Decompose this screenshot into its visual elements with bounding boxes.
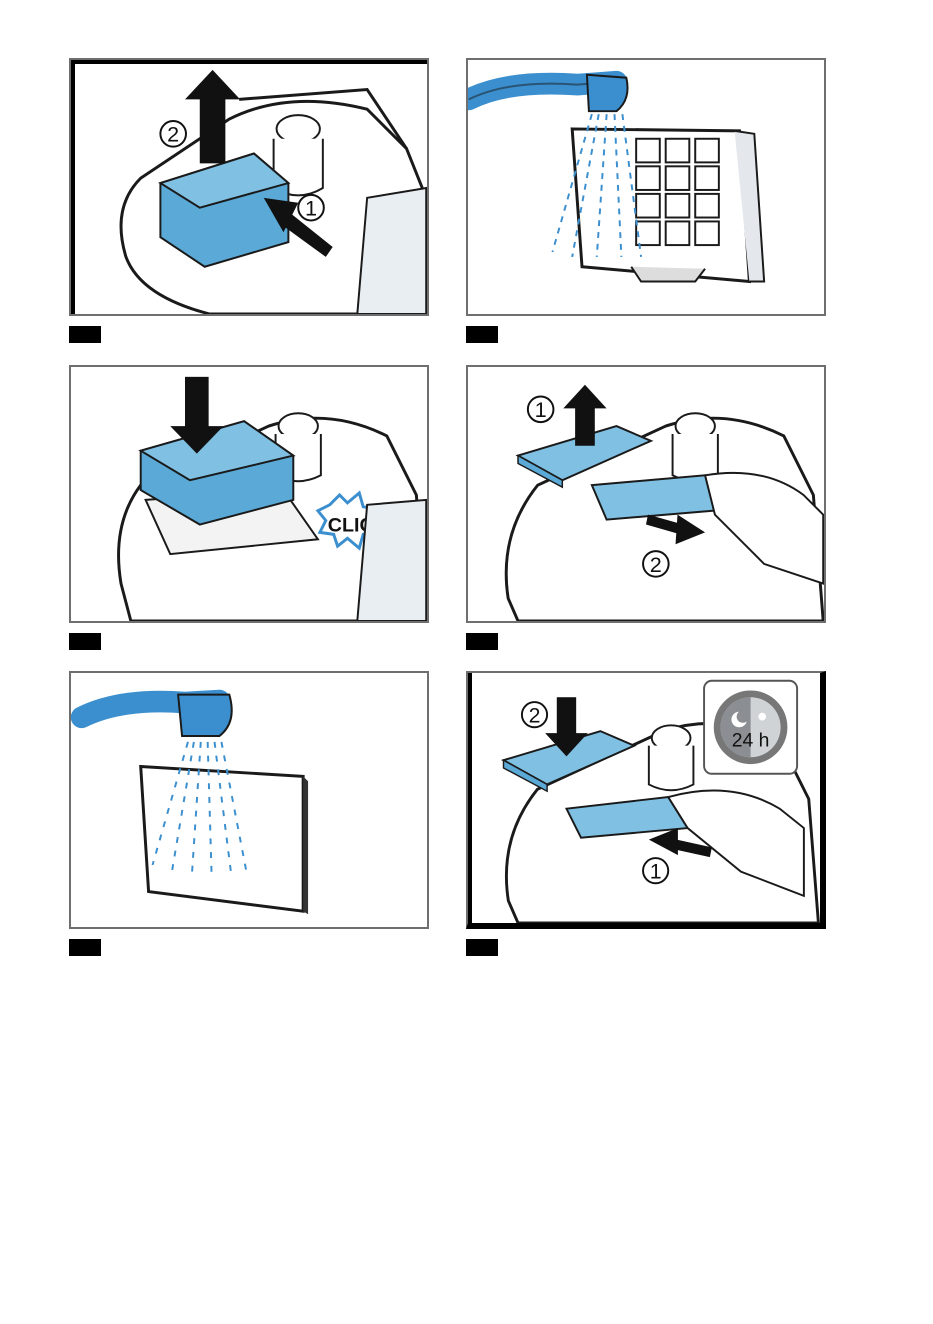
step-label-2: 2 <box>529 703 541 727</box>
figure-1-illustration: 2 1 <box>71 60 427 314</box>
figure-4-tag <box>466 633 498 650</box>
step-label-2: 2 <box>650 552 662 577</box>
figure-2-tag <box>466 326 498 343</box>
tap-icon <box>587 75 628 111</box>
step-label-1: 1 <box>535 397 547 422</box>
figure-5-tag <box>69 939 101 956</box>
tap-icon <box>178 695 232 736</box>
arrow-up-icon <box>575 406 595 445</box>
step-label-1: 1 <box>650 859 662 883</box>
drying-time-badge: 24 h <box>704 681 797 774</box>
figure-1-remove-filter: 2 1 <box>69 58 429 316</box>
figure-3-tag <box>69 633 101 650</box>
arrow-down-icon <box>185 377 209 431</box>
figure-2-rinse-filter <box>466 58 826 316</box>
figure-4-remove-motor-filter: 1 2 <box>466 365 826 623</box>
figure-3-illustration: CLICK <box>71 367 427 621</box>
sun-icon <box>758 713 766 721</box>
figure-5-rinse-pad <box>69 671 429 929</box>
figure-6-illustration: 2 1 24 h <box>468 673 820 923</box>
filter-pad <box>141 767 303 912</box>
arrow-down-icon <box>557 697 576 736</box>
step-label-2: 2 <box>167 122 179 147</box>
arrow-up-icon <box>200 94 226 163</box>
figure-1-tag <box>69 326 101 343</box>
figure-4-illustration: 1 2 <box>468 367 824 621</box>
figure-3-insert-filter: CLICK <box>69 365 429 623</box>
figure-6-tag <box>466 939 498 956</box>
figure-5-illustration <box>71 673 427 927</box>
figure-6-reinsert-pad: 2 1 24 h <box>466 671 826 929</box>
figure-2-illustration <box>468 60 824 314</box>
step-label-1: 1 <box>305 196 317 221</box>
drying-time-label: 24 h <box>732 730 770 752</box>
filter-grid <box>572 129 764 282</box>
